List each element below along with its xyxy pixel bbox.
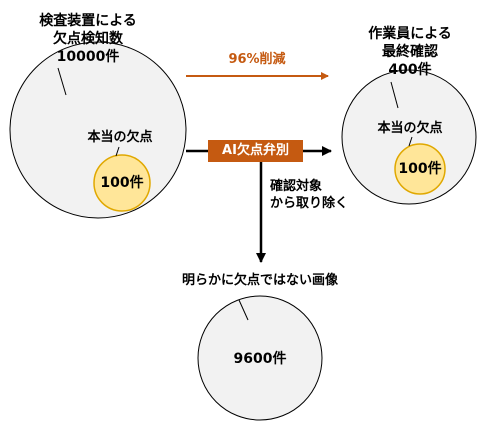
final-check-line-3: 400件	[388, 62, 432, 78]
left-true-defects-count: 100件	[100, 175, 144, 191]
removal-label: 確認対象 から取り除く	[270, 178, 360, 212]
removal-line-2: から取り除く	[270, 196, 349, 211]
right-true-defects-label: 本当の欠点	[377, 121, 443, 136]
total-detections-line-3: 10000件	[56, 49, 120, 65]
final-check-line-2: 最終確認	[382, 44, 438, 60]
non-defect-images-count: 9600件	[233, 351, 287, 367]
total-detections-leader	[57, 67, 67, 96]
left-true-defects-label: 本当の欠点	[87, 130, 153, 145]
right-true-defects-circle	[394, 143, 446, 195]
right-true-defects-count: 100件	[398, 161, 442, 177]
final-check-label: 作業員による 最終確認 400件	[350, 25, 470, 79]
left-true-defects-leader	[115, 146, 120, 157]
removal-line-1: 確認対象	[270, 179, 323, 194]
left-true-defects-circle	[93, 154, 151, 212]
total-detections-line-2: 欠点検知数	[53, 31, 123, 47]
reduction-label: 96%削減	[228, 52, 286, 67]
total-detections-line-1: 検査装置による	[39, 13, 137, 29]
final-check-leader	[390, 81, 399, 109]
non-defect-images-label: 明らかに欠点ではない画像	[181, 273, 338, 288]
ai-classification-badge: AI欠点弁別	[208, 140, 303, 162]
non-defect-images-circle	[197, 295, 323, 421]
total-detections-label: 検査装置による 欠点検知数 10000件	[28, 12, 148, 66]
right-true-defects-leader	[408, 136, 413, 147]
non-defect-images-leader	[238, 299, 249, 321]
final-check-line-1: 作業員による	[368, 26, 452, 42]
